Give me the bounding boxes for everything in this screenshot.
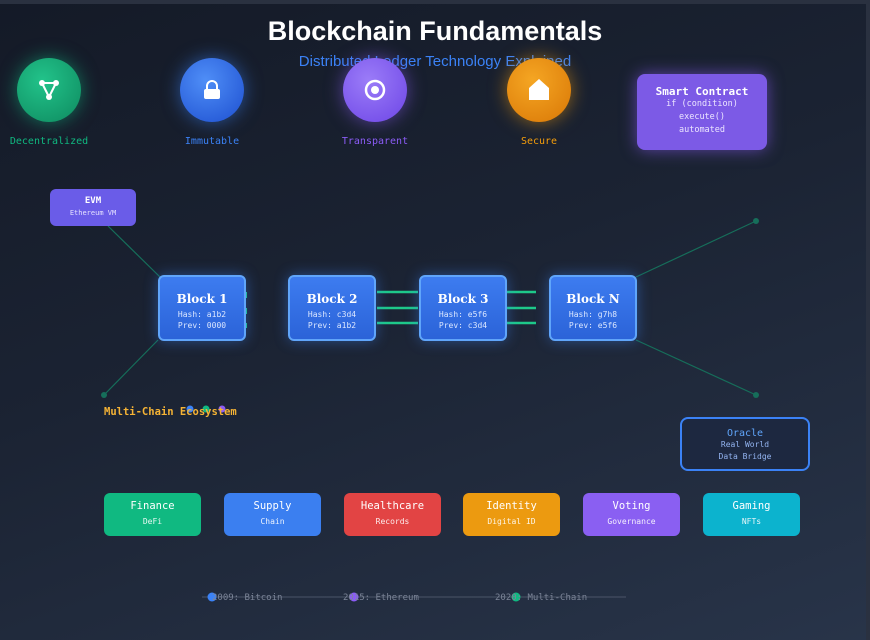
connector-block1-bottomleft bbox=[103, 339, 159, 396]
app-healthcare: Healthcare Records bbox=[344, 493, 441, 536]
top-frame-border bbox=[0, 0, 870, 4]
connector-node-bottomright bbox=[753, 392, 759, 398]
block-prev: Prev: c3d4 bbox=[438, 321, 488, 330]
connector-node-bottomleft bbox=[101, 392, 107, 398]
app-subtitle: Chain bbox=[260, 517, 285, 526]
shield-icon bbox=[507, 58, 571, 122]
app-subtitle: NFTs bbox=[741, 517, 762, 526]
app-supply-chain: Supply Chain bbox=[224, 493, 321, 536]
block-3: Block 3 Hash: e5f6 Prev: c3d4 bbox=[419, 275, 507, 341]
timeline-dot-bitcoin bbox=[207, 592, 217, 602]
feature-label: Immutable bbox=[184, 136, 240, 147]
block-title: Block N bbox=[566, 292, 620, 306]
ecosystem-dot-purple bbox=[218, 405, 226, 413]
feature-transparent: Transparent bbox=[315, 58, 435, 147]
app-title: Healthcare bbox=[360, 500, 425, 512]
evm-title: EVM bbox=[84, 196, 102, 206]
oracle-title: Oracle bbox=[726, 428, 764, 439]
feature-label: Decentralized bbox=[9, 136, 89, 147]
block-2: Block 2 Hash: c3d4 Prev: a1b2 bbox=[288, 275, 376, 341]
app-title: Supply bbox=[253, 500, 292, 512]
smart-contract-card: Smart Contract if (condition) execute() … bbox=[637, 74, 767, 150]
smart-contract-line: automated bbox=[678, 125, 726, 135]
lock-icon bbox=[180, 58, 244, 122]
timeline-label-bitcoin: 2009: Bitcoin bbox=[212, 593, 283, 603]
block-hash: Hash: e5f6 bbox=[438, 310, 488, 319]
app-gaming: Gaming NFTs bbox=[703, 493, 800, 536]
timeline-dot-ethereum bbox=[349, 592, 359, 602]
eye-icon bbox=[343, 58, 407, 122]
app-title: Gaming bbox=[732, 500, 771, 512]
ecosystem-dot-green bbox=[202, 405, 210, 413]
feature-label: Transparent bbox=[341, 136, 409, 147]
app-title: Voting bbox=[612, 500, 651, 512]
oracle-line: Real World bbox=[720, 440, 770, 449]
block-n: Block N Hash: g7h8 Prev: e5f6 bbox=[549, 275, 637, 341]
app-subtitle: Digital ID bbox=[487, 517, 536, 526]
chain-link-2-3 bbox=[377, 290, 418, 325]
smart-contract-title: Smart Contract bbox=[655, 85, 749, 98]
app-title: Finance bbox=[130, 500, 175, 512]
block-hash: Hash: g7h8 bbox=[568, 310, 618, 319]
feature-secure: Secure bbox=[479, 58, 599, 147]
oracle-line: Data Bridge bbox=[718, 452, 772, 461]
feature-decentralized: Decentralized bbox=[0, 58, 109, 147]
connector-blockN-bottomright bbox=[635, 339, 757, 396]
connector-node-topright bbox=[753, 218, 759, 224]
block-prev: Prev: 0000 bbox=[177, 321, 227, 330]
block-title: Block 2 bbox=[306, 292, 358, 306]
app-title: Identity bbox=[486, 500, 537, 512]
feature-immutable: Immutable bbox=[152, 58, 272, 147]
ecosystem-dot-blue bbox=[186, 405, 194, 413]
connector-blockN-topright bbox=[635, 220, 757, 278]
block-hash: Hash: c3d4 bbox=[307, 310, 357, 319]
block-title: Block 3 bbox=[437, 292, 489, 306]
page-title: Blockchain Fundamentals bbox=[267, 16, 603, 46]
app-subtitle: Records bbox=[375, 517, 410, 526]
feature-label: Secure bbox=[520, 136, 558, 147]
evm-card: EVM Ethereum VM bbox=[50, 189, 136, 226]
block-prev: Prev: e5f6 bbox=[568, 321, 618, 330]
page-subtitle: Distributed Ledger Technology Explained bbox=[298, 53, 572, 70]
chain-link-3-n bbox=[507, 290, 536, 325]
timeline-label-ethereum: 2015: Ethereum bbox=[343, 593, 419, 603]
app-finance: Finance DeFi bbox=[104, 493, 201, 536]
block-hash: Hash: a1b2 bbox=[177, 310, 227, 319]
app-identity: Identity Digital ID bbox=[463, 493, 560, 536]
ecosystem-label: Multi-Chain Ecosystem bbox=[104, 406, 237, 418]
app-voting: Voting Governance bbox=[583, 493, 680, 536]
block-title: Block 1 bbox=[176, 292, 228, 306]
evm-subtitle: Ethereum VM bbox=[69, 209, 117, 217]
smart-contract-line: execute() bbox=[678, 112, 726, 122]
right-frame-border bbox=[866, 0, 870, 640]
app-subtitle: DeFi bbox=[142, 517, 163, 526]
timeline-dot-multichain bbox=[511, 592, 521, 602]
connector-evm-block1 bbox=[107, 225, 161, 278]
block-prev: Prev: a1b2 bbox=[307, 321, 357, 330]
oracle-card: Oracle Real World Data Bridge bbox=[680, 417, 810, 471]
network-icon bbox=[17, 58, 81, 122]
block-1: Block 1 Hash: a1b2 Prev: 0000 bbox=[158, 275, 246, 341]
smart-contract-line: if (condition) bbox=[666, 99, 738, 109]
app-subtitle: Governance bbox=[607, 517, 656, 526]
timeline-label-multichain: 2020: Multi-Chain bbox=[495, 593, 588, 603]
